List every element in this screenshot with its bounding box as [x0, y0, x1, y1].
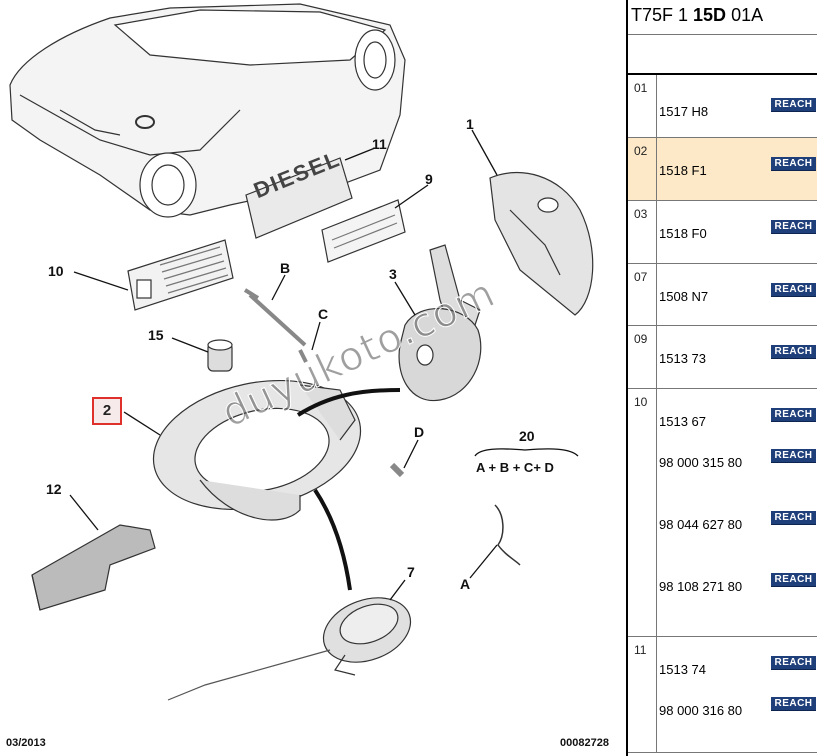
callout-A: A: [460, 576, 471, 592]
parts-group-01[interactable]: 01 1517 H8 REACH: [628, 75, 817, 138]
group-index: 02: [634, 144, 648, 158]
part-C: [298, 349, 308, 363]
parts-group-07[interactable]: 07 1508 N7 REACH: [628, 264, 817, 326]
header-code-prefix: T75F 1: [631, 5, 694, 25]
fuel-cap-7: [322, 597, 412, 676]
reach-badge[interactable]: REACH: [771, 283, 816, 297]
diesel-decal-11: [245, 157, 353, 239]
callout-11: 11: [372, 136, 387, 152]
callout-7: 7: [407, 564, 415, 580]
header-code-suffix: 01A: [726, 5, 764, 25]
reach-badge[interactable]: REACH: [771, 511, 816, 525]
group-index: 10: [634, 395, 648, 409]
group-divider: [656, 75, 657, 137]
parts-group-03[interactable]: 03 1518 F0 REACH: [628, 201, 817, 264]
callout-3: 3: [389, 266, 397, 282]
part-reference[interactable]: 1513 67: [659, 414, 706, 429]
part-reference[interactable]: 1518 F1: [659, 163, 707, 178]
part-12: [31, 524, 156, 611]
car-illustration: [9, 3, 406, 218]
footer-date: 03/2013: [6, 737, 46, 749]
clip-A: [494, 504, 521, 566]
callout-B: B: [280, 260, 291, 276]
callout-D: D: [414, 424, 425, 440]
parts-group-02[interactable]: 02 1518 F1 REACH: [628, 138, 817, 201]
parts-diagram: 1 11 9 10 B 3 C 15 2 D 20 A + B + C+ D 1…: [6, 3, 609, 749]
reach-badge[interactable]: REACH: [771, 157, 816, 171]
reach-badge[interactable]: REACH: [771, 408, 816, 422]
part-B: [243, 288, 307, 347]
hinge-3: [398, 244, 482, 402]
part-reference[interactable]: 98 000 315 80: [659, 455, 743, 470]
group-index: 03: [634, 207, 648, 221]
label-decal-9: [321, 199, 406, 263]
part-reference[interactable]: 98 108 271 80: [659, 579, 743, 594]
fuel-filler-housing-2: [152, 379, 362, 521]
footer-code: 00082728: [560, 737, 609, 749]
panel-subheader: [628, 35, 817, 75]
group-divider: [656, 138, 657, 200]
fuel-flap-1: [489, 171, 594, 316]
group-index: 01: [634, 81, 648, 95]
panel-header: T75F 1 15D 01A: [628, 0, 817, 35]
part-15: [207, 339, 233, 372]
part-reference[interactable]: 98 044 627 80: [659, 517, 743, 532]
reach-badge[interactable]: REACH: [771, 220, 816, 234]
callout-C: C: [318, 306, 329, 322]
callout-9: 9: [425, 171, 433, 187]
group-divider: [656, 637, 657, 752]
reach-badge[interactable]: REACH: [771, 656, 816, 670]
part-reference[interactable]: 1517 H8: [659, 104, 709, 119]
group-divider: [656, 389, 657, 636]
part-D: [389, 462, 405, 478]
group-divider: [656, 264, 657, 325]
parts-group-09[interactable]: 09 1513 73 REACH: [628, 326, 817, 389]
cap-lanyard: [167, 649, 331, 701]
callout-20: 20: [519, 428, 535, 444]
reach-badge[interactable]: REACH: [771, 449, 816, 463]
label-decal-10: [127, 239, 234, 311]
part-reference[interactable]: 1518 F0: [659, 226, 707, 241]
header-code-bold: 15D: [693, 5, 727, 25]
group-index: 07: [634, 270, 648, 284]
group-divider: [656, 201, 657, 263]
reach-badge[interactable]: REACH: [771, 697, 816, 711]
reach-badge[interactable]: REACH: [771, 573, 816, 587]
parts-list-panel: T75F 1 15D 01A 01 1517 H8 REACH 02 1518 F1 RE…: [626, 0, 817, 756]
part-reference[interactable]: 1508 N7: [659, 289, 709, 304]
callout-15: 15: [148, 327, 164, 343]
part-reference[interactable]: 1513 73: [659, 351, 706, 366]
kit-formula: A + B + C+ D: [476, 460, 554, 475]
diagram-drawing: [9, 3, 594, 701]
parts-group-11[interactable]: 11 1513 74 REACH 98 000 316 80 REACH: [628, 637, 817, 753]
group-index: 09: [634, 332, 648, 346]
parts-group-10[interactable]: 10 1513 67 REACH 98 000 315 80 REACH 98 044 6…: [628, 389, 817, 637]
reach-badge[interactable]: REACH: [771, 345, 816, 359]
group-divider: [656, 326, 657, 388]
part-reference[interactable]: 98 000 316 80: [659, 703, 743, 718]
callout-10: 10: [48, 263, 64, 279]
group-index: 11: [634, 643, 647, 657]
callout-12: 12: [46, 481, 62, 497]
parts-groups: 01 1517 H8 REACH 02 1518 F1 REACH 03 1518 F0 REA…: [628, 75, 817, 753]
callout-1: 1: [466, 116, 474, 132]
part-reference[interactable]: 1513 74: [659, 662, 706, 677]
reach-badge[interactable]: REACH: [771, 98, 816, 112]
callout-2-highlighted[interactable]: 2: [92, 397, 122, 425]
